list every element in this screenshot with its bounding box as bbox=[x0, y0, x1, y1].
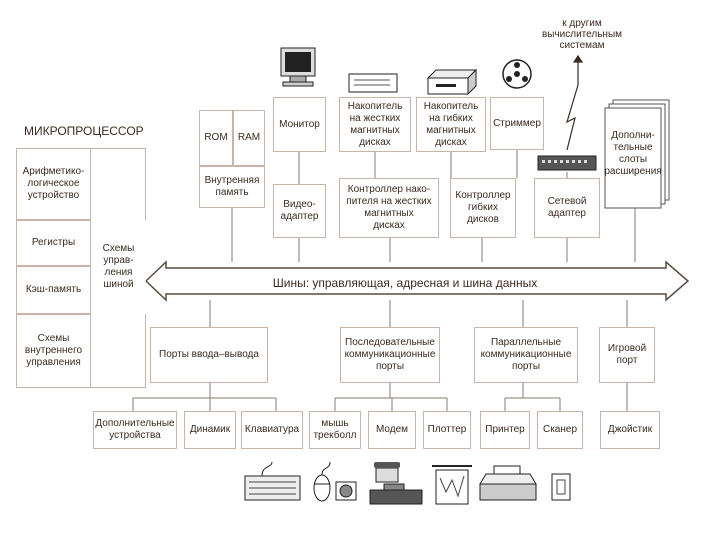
hard-disk-icon bbox=[348, 73, 398, 93]
fdd-box: Накопитель на гибких магнитных дисках bbox=[416, 97, 486, 152]
ram-box: RAM bbox=[233, 110, 265, 166]
parallel-ports-box: Параллельные коммуникационные порты bbox=[474, 327, 578, 383]
bus-control-label: Схемы управ- ления шиной bbox=[91, 220, 146, 314]
extra-devices-box: Дополнительные устройства bbox=[93, 411, 177, 449]
fdd-controller-box: Контроллер гибких дисков bbox=[450, 178, 516, 238]
internal-memory-box: Внутренняя память bbox=[199, 166, 265, 208]
mouse-trackball-box: мышь трекболл bbox=[309, 411, 361, 449]
expansion-cards-icon bbox=[604, 99, 670, 209]
printer-icon bbox=[479, 465, 537, 501]
modem-icon bbox=[369, 483, 423, 505]
plotter-icon bbox=[432, 465, 472, 505]
modem-box: Модем bbox=[368, 411, 416, 449]
joystick-box: Джойстик bbox=[600, 411, 660, 449]
network-adapter-box: Сетевой адаптер bbox=[534, 178, 600, 238]
keyboard-box: Клавиатура bbox=[241, 411, 303, 449]
internal-control-box: Схемы внутреннего управления bbox=[16, 314, 91, 388]
alu-box: Арифметико- логическое устройство bbox=[16, 148, 91, 220]
monitor-icon bbox=[280, 47, 316, 87]
keyboard-icon bbox=[244, 461, 301, 501]
registers-box: Регистры bbox=[16, 220, 91, 266]
io-ports-box: Порты ввода–вывода bbox=[150, 327, 268, 383]
trackball-icon bbox=[335, 481, 357, 501]
system-bus-label: Шины: управляющая, адресная и шина данны… bbox=[272, 276, 538, 290]
hdd-box: Накопитель на жестких магнитных дисках bbox=[339, 97, 411, 152]
printer-box: Принтер bbox=[480, 411, 530, 449]
game-port-box: Игровой порт bbox=[599, 327, 655, 383]
plotter-box: Плоттер bbox=[423, 411, 471, 449]
scanner-icon bbox=[551, 473, 571, 501]
expansion-slots-label: Дополни- тельные слоты расширения bbox=[604, 130, 662, 177]
scanner-box: Сканер bbox=[537, 411, 583, 449]
other-systems-label: к другим вычислительным системам bbox=[541, 18, 623, 51]
network-link-icon bbox=[566, 54, 584, 151]
mouse-icon bbox=[313, 461, 331, 502]
system-bus-arrow bbox=[144, 260, 690, 302]
cache-box: Кэш-память bbox=[16, 266, 91, 314]
cpu-title: МИКРОПРОЦЕССОР bbox=[24, 124, 144, 138]
monitor-box: Монитор bbox=[273, 97, 326, 152]
speaker-box: Динамик bbox=[184, 411, 236, 449]
telephone-icon bbox=[374, 462, 400, 483]
video-adapter-box: Видео- адаптер bbox=[273, 184, 326, 238]
tape-reel-icon bbox=[502, 59, 532, 89]
network-hub-icon bbox=[537, 155, 597, 171]
floppy-drive-icon bbox=[426, 68, 478, 96]
serial-ports-box: Последовательные коммуникационные порты bbox=[340, 327, 440, 383]
hdd-controller-box: Контроллер нако- пителя на жестких магни… bbox=[339, 178, 439, 238]
rom-box: ROM bbox=[199, 110, 233, 166]
streamer-box: Стриммер bbox=[490, 97, 544, 150]
